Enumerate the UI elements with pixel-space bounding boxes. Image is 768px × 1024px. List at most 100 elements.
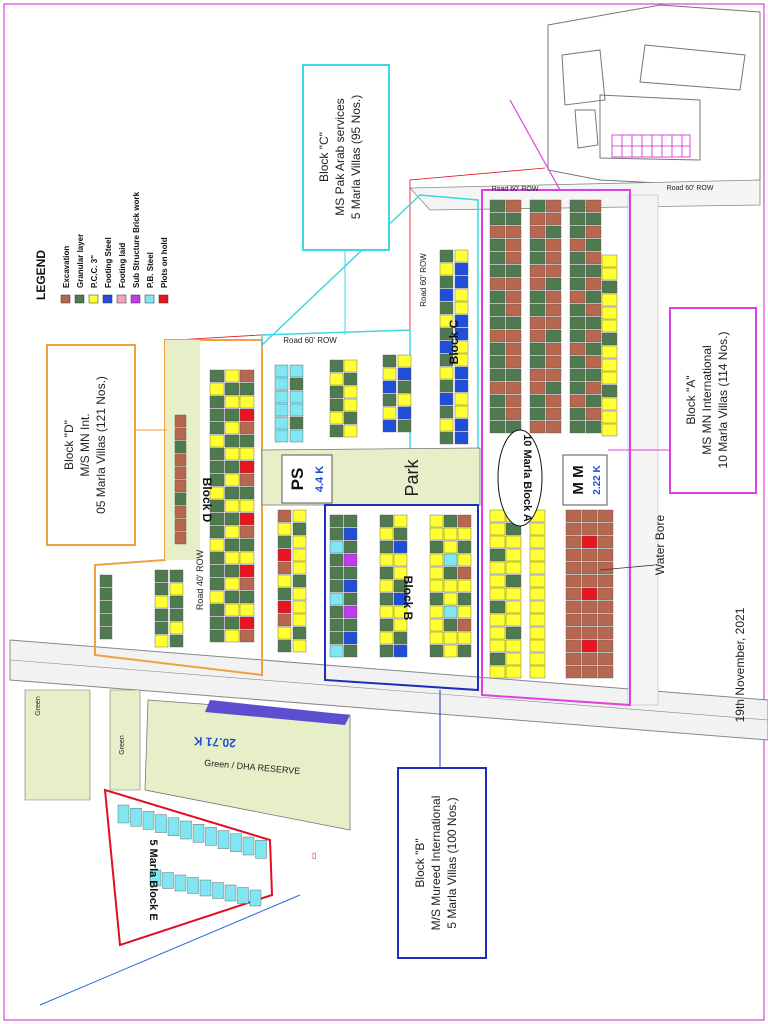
block-a-plot: [585, 199, 602, 213]
block-a-plot: [505, 238, 522, 252]
block-d-plot: [174, 414, 187, 428]
block-a-plot: [581, 561, 598, 575]
block-a-plot: [505, 381, 522, 395]
block-a-plot: [569, 277, 586, 291]
block-b-plot: [443, 527, 458, 541]
block-d-plot: [209, 564, 225, 578]
block-d-plot: [239, 616, 255, 630]
block-d-plot: [239, 486, 255, 500]
block-c-plot: [289, 403, 304, 417]
mm-box: [562, 454, 608, 506]
block-a-plot: [569, 212, 586, 226]
block-a-boundary: [481, 189, 631, 707]
block-c-plot: [343, 359, 358, 373]
block-a-plot: [529, 535, 546, 549]
block-d-plot: [239, 629, 255, 643]
block-d-plot: [209, 434, 225, 448]
block-a-plot: [601, 397, 618, 411]
block-d-plot: [292, 626, 307, 640]
block-a-plot: [569, 199, 586, 213]
block-a-plot: [505, 407, 522, 421]
block-d-plot: [224, 369, 240, 383]
block-c-plot: [397, 367, 412, 381]
block-a-plot: [505, 342, 522, 356]
green-label-2: Green: [119, 735, 126, 755]
block-b-plot: [393, 540, 408, 554]
legend-swatch: [144, 294, 155, 304]
block-a-plot: [489, 652, 506, 666]
block-a-plot: [489, 303, 506, 317]
block-d-plot: [209, 486, 225, 500]
block-d-plot: [239, 577, 255, 591]
block-e-plot: [217, 830, 230, 849]
block-d-plot: [174, 466, 187, 480]
block-b-plot: [379, 631, 394, 645]
block-a-plot: [489, 381, 506, 395]
block-c-plot: [454, 327, 469, 341]
block-a-plot: [565, 548, 582, 562]
block-c-plot: [329, 411, 344, 425]
block-b-plot: [329, 566, 344, 580]
block-b-plot: [343, 592, 358, 606]
block-a-plot: [565, 535, 582, 549]
hatched-strip: [205, 700, 350, 725]
block-d-plot: [224, 473, 240, 487]
block-a-plot: [489, 238, 506, 252]
block-d-plot: [277, 535, 292, 549]
block-d-plot: [224, 447, 240, 461]
block-a-plot: [489, 574, 506, 588]
block-a-plot: [601, 332, 618, 346]
block-a-plot: [529, 316, 546, 330]
block-d-plot: [277, 561, 292, 575]
block-a-plot: [585, 264, 602, 278]
block-e-boundary: [103, 788, 274, 947]
block-a-plot: [505, 652, 522, 666]
road-60-right-label: Road 60' ROW: [667, 185, 714, 192]
block-b-callout: [397, 767, 487, 959]
block-a-plot: [581, 587, 598, 601]
block-a-plot: [489, 509, 506, 523]
block-a-plot: [545, 316, 562, 330]
block-c-callout-line3: 5 Marla Villas (95 Nos.): [349, 95, 363, 220]
block-a-plot: [505, 600, 522, 614]
block-c-plot: [439, 314, 454, 328]
block-a-plot: [545, 381, 562, 395]
legend-swatch: [88, 294, 99, 304]
block-a-plot: [529, 522, 546, 536]
block-a-plot: [565, 665, 582, 679]
block-d-plot: [209, 382, 225, 396]
block-a-plot: [581, 535, 598, 549]
block-a-plot: [597, 522, 614, 536]
block-a-plot: [597, 600, 614, 614]
block-b-plot: [443, 579, 458, 593]
block-b-plot: [393, 527, 408, 541]
block-a-plot: [581, 522, 598, 536]
block-c-plot: [343, 411, 358, 425]
block-a-plot: [597, 509, 614, 523]
block-e-plot: [255, 840, 267, 859]
block-b-plot: [443, 618, 458, 632]
block-d-plot: [224, 577, 240, 591]
block-b-plot: [329, 579, 344, 593]
block-a-plot: [489, 264, 506, 278]
block-d-plot: [154, 582, 169, 596]
block-d-plot: [174, 518, 187, 532]
block-a-plot: [545, 303, 562, 317]
road-40-d-label: Road 40' ROW: [195, 549, 205, 610]
block-a-plot: [529, 212, 546, 226]
block-a-plot: [581, 626, 598, 640]
block-c-boundary: [261, 194, 479, 461]
block-e-plot: [142, 811, 155, 830]
green-reserve-value: 20.71 K: [193, 734, 236, 750]
ps-area: 4.4 K: [314, 466, 326, 492]
block-a-plot: [565, 509, 582, 523]
block-b-plot: [329, 618, 344, 632]
legend-label: Plots on hold: [160, 237, 169, 288]
block-c-plot: [289, 429, 304, 443]
block-a-plot: [505, 626, 522, 640]
date-label: 19th November, 2021: [733, 607, 747, 722]
block-d-plot: [209, 551, 225, 565]
block-c-callout: [302, 64, 390, 251]
block-a-plot: [529, 587, 546, 601]
